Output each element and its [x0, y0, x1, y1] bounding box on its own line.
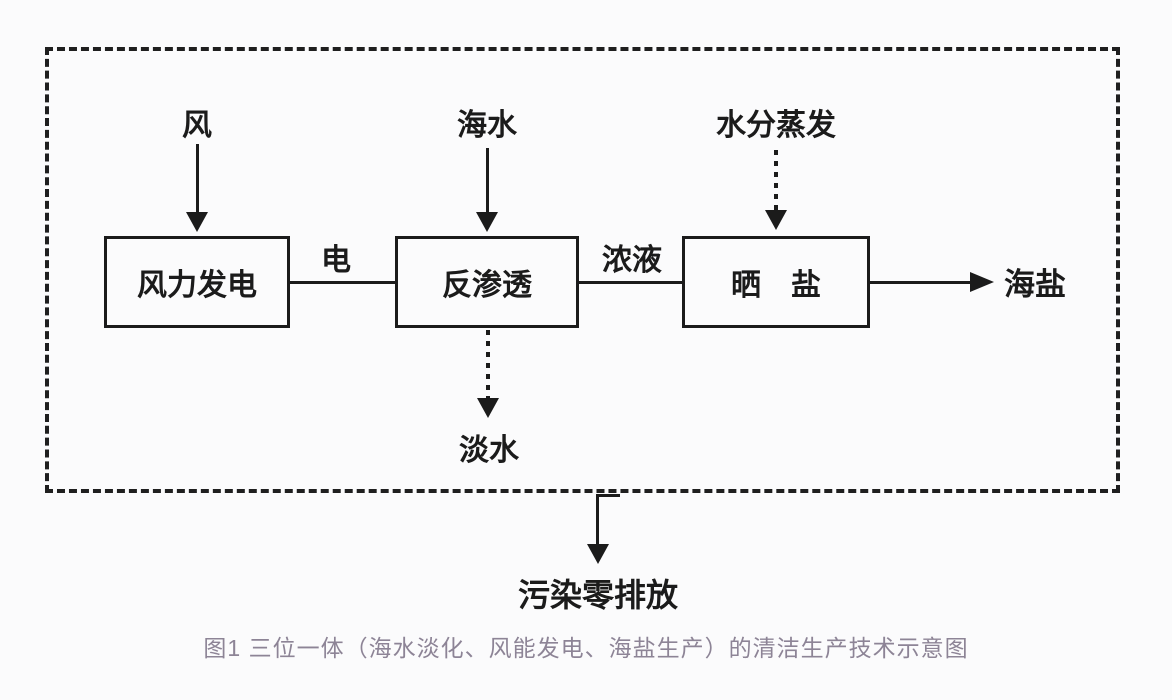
fresh-water-arrowhead-icon — [477, 398, 499, 418]
output-label-fresh-water: 淡水 — [459, 434, 519, 467]
zero-discharge-arrowhead-icon — [587, 544, 609, 564]
electricity-connector-line — [290, 281, 395, 284]
sea-salt-connector-line — [870, 281, 970, 284]
process-box-reverse-osmosis-label: 反渗透 — [442, 269, 532, 302]
concentrate-connector-line — [579, 281, 682, 284]
input-label-evaporation: 水分蒸发 — [716, 109, 836, 142]
system-boundary-dashed-box — [45, 47, 1120, 493]
sea-salt-arrowhead-icon — [970, 272, 994, 292]
input-label-seawater: 海水 — [457, 109, 517, 142]
process-box-wind-power-label: 风力发电 — [137, 269, 257, 302]
process-box-salt-drying: 晒 盐 — [682, 236, 870, 328]
process-box-reverse-osmosis: 反渗透 — [395, 236, 579, 328]
output-label-sea-salt: 海盐 — [1004, 266, 1066, 302]
evaporation-dotted-arrow-line — [774, 150, 778, 212]
seawater-arrow-line — [486, 148, 489, 214]
zero-discharge-arrow-line — [596, 494, 599, 546]
output-label-zero-discharge: 污染零排放 — [517, 577, 678, 613]
evaporation-arrowhead-icon — [765, 210, 787, 230]
fresh-water-dotted-arrow-line — [486, 330, 490, 400]
figure-caption: 图1 三位一体（海水淡化、风能发电、海盐生产）的清洁生产技术示意图 — [203, 635, 969, 661]
process-box-wind-power: 风力发电 — [104, 236, 290, 328]
flow-label-electricity: 电 — [321, 244, 351, 277]
wind-arrow-line — [196, 144, 199, 214]
process-box-salt-drying-label: 晒 盐 — [731, 269, 821, 302]
wind-arrowhead-icon — [186, 212, 208, 232]
flow-label-concentrate: 浓液 — [602, 244, 662, 277]
seawater-arrowhead-icon — [476, 212, 498, 232]
input-label-wind: 风 — [182, 109, 212, 142]
zero-discharge-elbow-stub-line — [596, 494, 620, 497]
